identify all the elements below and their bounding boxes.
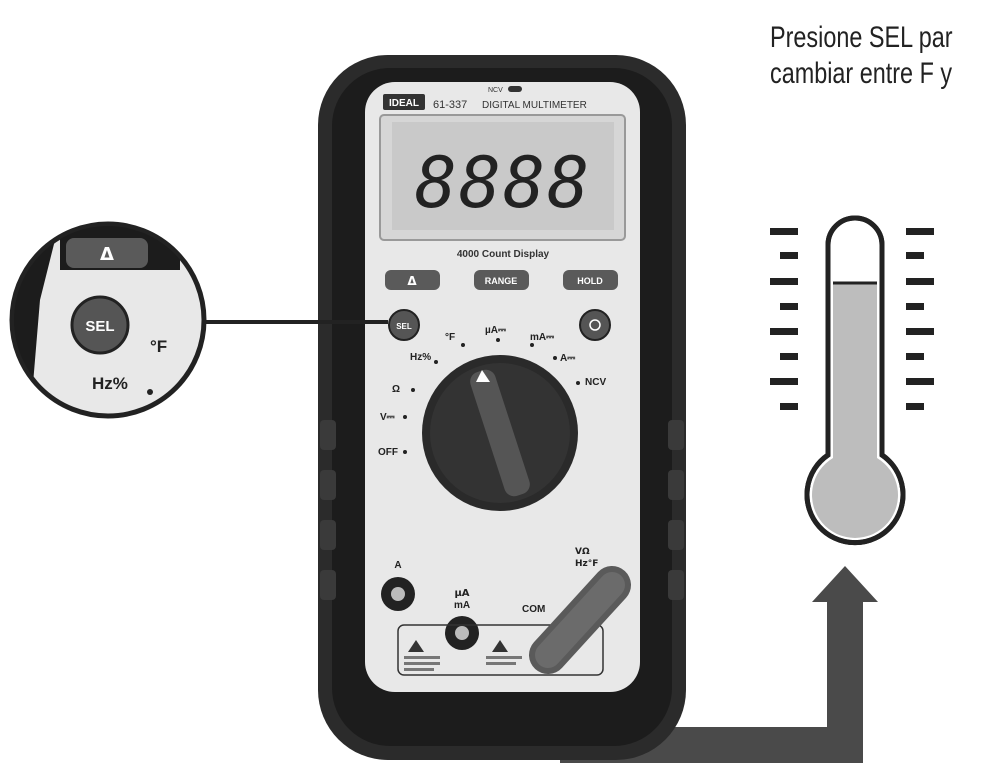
arrow-head bbox=[812, 566, 878, 602]
ncv-light bbox=[508, 86, 522, 92]
dial-label-ncv: NCV bbox=[585, 377, 606, 388]
lcd-digits: 8888 bbox=[415, 142, 592, 224]
zoom-temp-label: °F bbox=[150, 337, 167, 356]
backlight-button[interactable] bbox=[580, 310, 610, 340]
hold-button[interactable]: HOLD bbox=[563, 270, 618, 290]
thermometer-ticks-right bbox=[906, 228, 934, 410]
jack-label-ma: mA bbox=[454, 600, 470, 611]
thermometer-icon bbox=[807, 218, 903, 543]
zoom-sel-label: SEL bbox=[85, 318, 114, 335]
dial-label-temp: °F bbox=[445, 332, 455, 343]
model-number: 61-337 bbox=[433, 99, 467, 111]
dial-label-ohm: Ω bbox=[392, 384, 400, 395]
zoom-hz-label: Hz% bbox=[92, 374, 128, 393]
jack-label-ua: µA bbox=[454, 588, 469, 599]
hold-button-label: HOLD bbox=[577, 276, 603, 286]
jack-label-a: A bbox=[394, 560, 401, 571]
dial-label-ma: mA⎓ bbox=[530, 332, 554, 343]
delta-button-label: Δ bbox=[407, 274, 417, 288]
range-button-label: RANGE bbox=[485, 276, 518, 286]
thermometer-ticks-left bbox=[770, 228, 798, 410]
ncv-badge: NCV bbox=[488, 87, 503, 94]
sel-button[interactable]: SEL bbox=[389, 310, 419, 340]
dial-label-ua: µA⎓ bbox=[485, 325, 506, 336]
dial-label-off: OFF bbox=[378, 447, 398, 458]
meter-title: DIGITAL MULTIMETER bbox=[482, 100, 587, 111]
rotary-dial[interactable] bbox=[422, 355, 578, 511]
sel-button-label: SEL bbox=[396, 322, 412, 331]
dial-label-a: A⎓ bbox=[560, 353, 575, 364]
jack-ua-ma[interactable] bbox=[445, 616, 479, 650]
jack-a[interactable] bbox=[381, 577, 415, 611]
display-caption: 4000 Count Display bbox=[457, 249, 550, 260]
dial-label-v: V⎓ bbox=[380, 412, 395, 423]
jack-label-v: VΩ bbox=[575, 547, 590, 557]
zoom-callout: Δ SEL °F Hz% bbox=[10, 220, 204, 420]
dial-label-hz: Hz% bbox=[410, 352, 431, 363]
delta-button[interactable]: Δ bbox=[385, 270, 440, 290]
range-button[interactable]: RANGE bbox=[474, 270, 529, 290]
jack-label-com: COM bbox=[522, 604, 545, 615]
jack-label-hz-f: Hz°F bbox=[575, 559, 598, 569]
brand-text: IDEAL bbox=[389, 98, 419, 109]
zoom-delta-label: Δ bbox=[100, 244, 114, 265]
